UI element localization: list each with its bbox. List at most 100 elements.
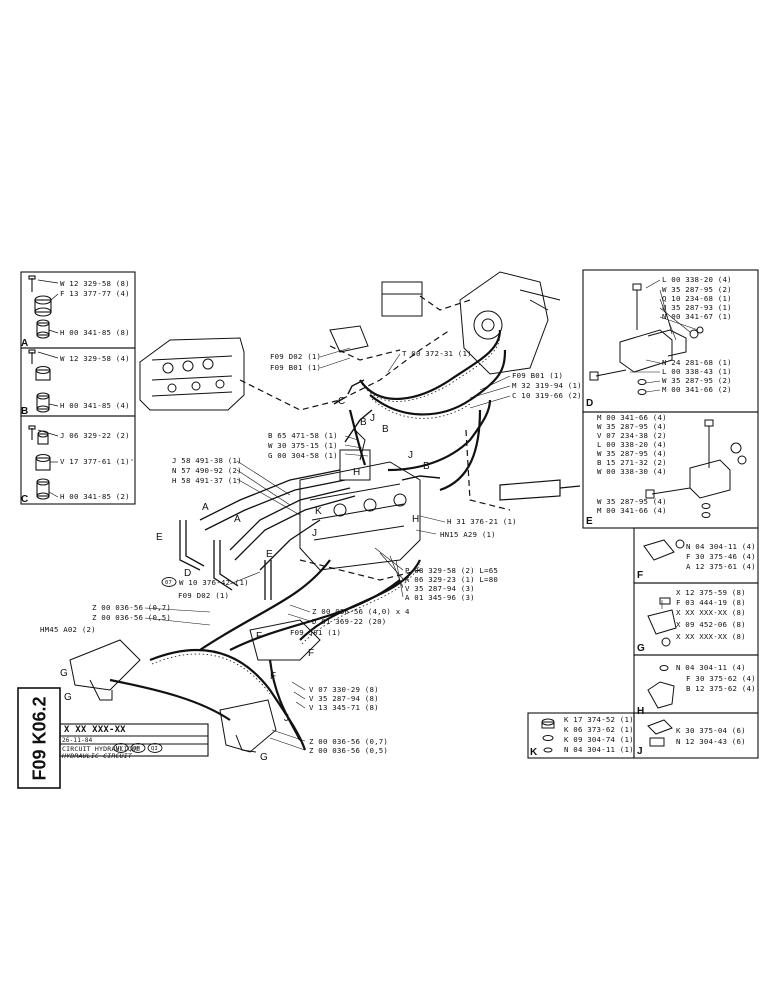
part-label: H 00 341-85 (4) <box>60 401 130 410</box>
hydraulic-hoses <box>109 329 507 751</box>
part-label: F 30 375-62 (4) <box>686 674 756 683</box>
callout-h: H <box>353 467 361 478</box>
ref-label: Z 00 036-56 (4,0) x 4 <box>312 607 410 616</box>
callout-e: E <box>156 532 163 543</box>
part-label: H 00 341-85 (2) <box>60 492 130 501</box>
ref-label: V 07 330-29 (8) <box>309 685 379 694</box>
ref-label: F09 D02 (1) <box>178 591 230 600</box>
part-label: L 00 338-20 (4) <box>597 440 667 449</box>
part-label: X XX XXX-XX (8) <box>676 608 746 617</box>
title-en: HYDRAULIC CIRCUIT <box>62 752 132 760</box>
sheet-code: F09 K06.2 <box>29 696 50 781</box>
part-label: W 12 329-58 (4) <box>60 354 130 363</box>
rigid-tubes <box>179 469 356 600</box>
pump-assembly <box>329 271 561 375</box>
panel-letter-h: H <box>637 706 645 717</box>
ref-label: M 32 319-94 (1) <box>512 381 582 390</box>
panel-c-parts <box>28 425 51 500</box>
ref-label: P 08 329-58 (2) L=65 <box>405 566 498 575</box>
part-label: W 12 329-58 (8) <box>60 279 130 288</box>
part-label: N 12 304-43 (6) <box>676 737 746 746</box>
ref-label: K 06 329-23 (1) L=80 <box>405 575 498 584</box>
ref-label: HN15 A29 (1) <box>440 530 496 539</box>
panel-j-frame <box>633 712 759 759</box>
part-label: N 00 341-67 (1) <box>662 312 732 321</box>
callout-k: K <box>315 506 322 517</box>
part-label: F 03 444-19 (8) <box>676 598 746 607</box>
callout-f: F <box>256 631 263 642</box>
part-label: N 24 281-68 (1) <box>662 358 732 367</box>
part-label: V 17 377-61 (1)' <box>60 457 135 466</box>
part-label: N 04 304-11 (1) <box>564 745 634 754</box>
part-label: K 09 304-74 (1) <box>564 735 634 744</box>
panel-letter-a: A <box>21 338 29 349</box>
part-label: F 13 377-77 (4) <box>60 289 130 298</box>
part-label: B 12 375-62 (4) <box>686 684 756 693</box>
ref-label: Z 00 036-56 (0,5) <box>309 746 389 755</box>
ref-label: W 30 375-15 (1) <box>268 441 338 450</box>
drawing-date: 26-11-84 <box>62 737 93 744</box>
part-label: F 30 375-46 (4) <box>686 552 756 561</box>
part-label: N 04 304-11 (4) <box>676 663 746 672</box>
ref-label: H 58 491-37 (1) <box>172 476 242 485</box>
ref-label: H 31 376-21 (1) <box>447 517 517 526</box>
ref-label: V 13 345-71 (8) <box>309 703 379 712</box>
left-valve-block <box>139 337 245 411</box>
panel-letter-k: K <box>530 747 538 758</box>
variant-code-3: QI <box>151 746 159 752</box>
callout-c: C <box>338 396 346 407</box>
panel-k-parts <box>541 718 555 753</box>
part-label: W 35 287-95 (4) <box>597 497 667 506</box>
part-label: H 00 341-85 (8) <box>60 328 130 337</box>
part-label: L 00 338-43 (1) <box>662 367 732 376</box>
part-label: W 00 338-30 (4) <box>597 467 667 476</box>
part-label: B 15 271-32 (2) <box>597 458 667 467</box>
callout-g3: G <box>260 752 268 763</box>
panel-letter-b: B <box>21 406 29 417</box>
ref-label: D 01 369-22 (20) <box>312 617 387 626</box>
ref-label: A 01 345-96 (3) <box>405 593 475 602</box>
ref-label: W 10 376-42 (1) <box>179 578 249 587</box>
part-label: N 04 304-11 (4) <box>686 542 756 551</box>
part-label: X XX XXX-XX (8) <box>676 632 746 641</box>
part-label: W 35 287-95 (4) <box>597 449 667 458</box>
part-label: X 09 452-06 (8) <box>676 620 746 629</box>
panel-e-parts <box>645 419 747 518</box>
part-label: J 06 329-22 (2) <box>60 431 130 440</box>
ref-label: V 35 287-94 (3) <box>405 584 475 593</box>
panel-k-frame <box>527 712 635 759</box>
part-label: K 30 375-04 (6) <box>676 726 746 735</box>
ref-label: T 00 372-31 (1) <box>402 349 472 358</box>
ref-label: HM45 A02 (2) <box>40 625 96 634</box>
title-fr: CIRCUIT HYDRAULIQUE <box>62 745 141 753</box>
g-fittings-lower <box>69 619 321 753</box>
panel-f-parts <box>643 539 685 561</box>
panel-letter-e: E <box>586 516 593 527</box>
ref-label: F09 D02 (1) <box>270 352 322 361</box>
ref-label: F09 B01 (1) <box>512 371 564 380</box>
ref-label: Z 00 036-56 (0,7) <box>309 737 389 746</box>
callout-b2: B <box>423 461 430 472</box>
callout-h2: H <box>412 514 420 525</box>
ref-label: J 58 491-38 (1) <box>172 456 242 465</box>
callout-a: A <box>202 502 209 513</box>
panel-letter-d: D <box>586 398 594 409</box>
panel-letter-j: J <box>637 746 643 757</box>
panel-h-parts <box>647 665 675 709</box>
ref-label: F09 B01 (1) <box>270 363 322 372</box>
part-label: M 00 341-66 (2) <box>662 385 732 394</box>
callout-j2: J <box>408 450 413 461</box>
callout-f3: F <box>270 671 277 682</box>
callout-j: J <box>370 413 375 424</box>
ref-label: F09 J01 (1) <box>290 628 342 637</box>
panel-letter-g: G <box>637 643 645 654</box>
panel-letter-c: C <box>21 494 29 505</box>
title-table-frame <box>59 723 209 757</box>
ref-label: N 57 490-92 (2) <box>172 466 242 475</box>
ref-label: B 65 471-58 (1) <box>268 431 338 440</box>
variant-code-1: VY <box>116 746 124 752</box>
ref-label: Z 00 036-56 (0,5) <box>92 613 172 622</box>
panel-a-parts <box>28 275 52 339</box>
part-label: M 00 341-66 (4) <box>597 413 667 422</box>
